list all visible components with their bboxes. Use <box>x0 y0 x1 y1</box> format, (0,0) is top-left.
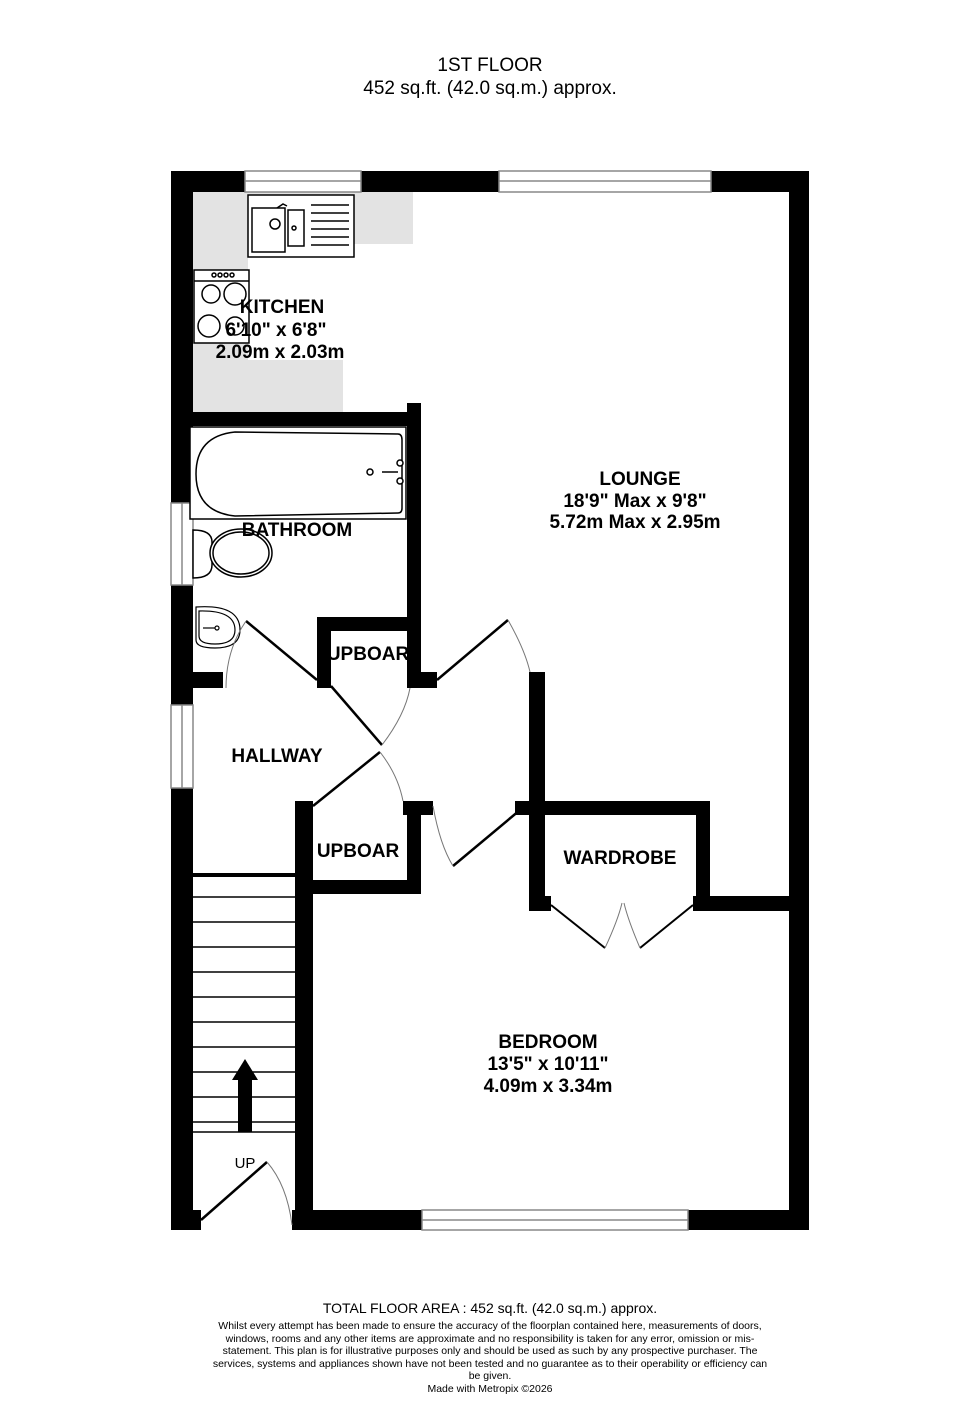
bathtub-icon <box>189 426 407 520</box>
bathroom-name: BATHROOM <box>242 520 352 541</box>
kitchen-metric: 2.09m x 2.03m <box>216 342 345 363</box>
bedroom-imperial: 13'5" x 10'11" <box>487 1054 608 1075</box>
walls <box>171 171 809 1230</box>
floor-name: 1ST FLOOR <box>437 55 543 76</box>
total-floor-area: TOTAL FLOOR AREA : 452 sq.ft. (42.0 sq.m… <box>322 1300 658 1316</box>
sink-icon <box>247 194 355 258</box>
lounge-imperial: 18'9" Max x 9'8" <box>563 491 706 512</box>
windows <box>170 170 712 1231</box>
disclaimer: Whilst every attempt has been made to en… <box>212 1320 768 1382</box>
floor-header: 1ST FLOOR 452 sq.ft. (42.0 sq.m.) approx… <box>0 54 980 100</box>
made-with: Made with Metropix ©2026 <box>427 1382 553 1395</box>
toilet-icon <box>192 528 273 579</box>
footer: TOTAL FLOOR AREA : 452 sq.ft. (42.0 sq.m… <box>0 1300 980 1395</box>
stairs-up-label: UP <box>235 1155 256 1172</box>
bedroom-name: BEDROOM <box>498 1032 597 1053</box>
hob-icon <box>193 269 250 344</box>
lounge-name: LOUNGE <box>599 469 680 490</box>
cupboard-1-name: UPBOAR <box>327 644 410 665</box>
basin-icon <box>195 606 241 649</box>
room-labels: KITCHEN 6'10" x 6'8" 2.09m x 2.03m LOUNG… <box>216 297 721 1172</box>
arrow-up-icon <box>232 1059 258 1132</box>
lounge-metric: 5.72m Max x 2.95m <box>549 512 720 533</box>
doors <box>200 619 694 1226</box>
hallway-name: HALLWAY <box>231 746 322 767</box>
kitchen-name: KITCHEN <box>240 297 324 318</box>
kitchen-imperial: 6'10" x 6'8" <box>225 320 326 341</box>
floor-area: 452 sq.ft. (42.0 sq.m.) approx. <box>363 78 617 99</box>
cupboard-2-name: UPBOAR <box>317 841 400 862</box>
wardrobe-name: WARDROBE <box>564 848 677 869</box>
bedroom-metric: 4.09m x 3.34m <box>484 1076 613 1097</box>
